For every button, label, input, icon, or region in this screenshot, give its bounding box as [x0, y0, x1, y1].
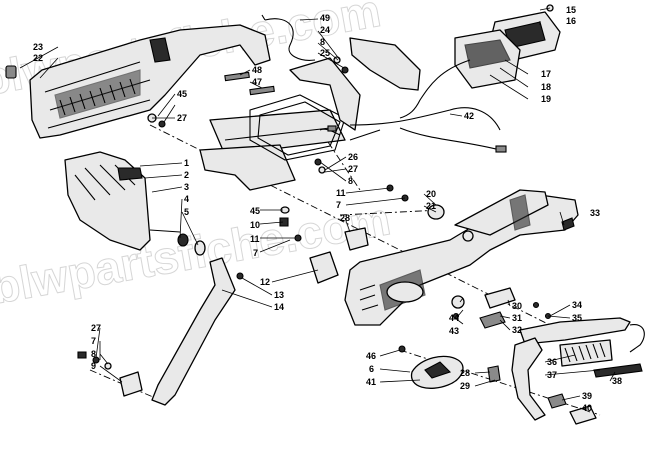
callout-7-center: 7	[336, 200, 341, 210]
callout-45-left: 45	[177, 89, 187, 99]
callout-43: 43	[449, 326, 459, 336]
callout-30: 30	[512, 301, 522, 311]
clip-part	[5, 65, 17, 79]
callout-27-lower: 27	[91, 323, 101, 333]
callout-32: 32	[512, 325, 522, 335]
mount-bracket-part	[199, 71, 346, 191]
callout-29: 29	[460, 381, 470, 391]
luggage-rack-part	[249, 57, 361, 161]
callout-25: 25	[320, 48, 330, 58]
callout-34: 34	[572, 300, 582, 310]
grab-handle-arm-part	[151, 257, 244, 406]
callout-leaders	[19, 7, 616, 413]
hitch-assembly-part	[519, 312, 645, 378]
callout-6: 6	[369, 364, 374, 374]
callout-35: 35	[572, 313, 582, 323]
callout-22: 22	[33, 53, 43, 63]
callout-8-lower: 8	[91, 349, 96, 359]
cable-part	[261, 14, 316, 61]
callout-1: 1	[184, 158, 189, 168]
callout-16: 16	[566, 16, 576, 26]
callout-3: 3	[184, 182, 189, 192]
callout-19: 19	[541, 94, 551, 104]
callout-8-center: 8	[348, 176, 353, 186]
callout-9: 9	[91, 361, 96, 371]
callout-47: 47	[252, 77, 262, 87]
callout-11-left: 11	[250, 234, 260, 244]
seat-front-pad-part	[333, 37, 421, 91]
reflector-part	[309, 251, 339, 284]
callout-15: 15	[566, 5, 576, 15]
callout-28-right: 28	[460, 368, 470, 378]
callout-28-center: 28	[340, 213, 350, 223]
callout-44: 44	[449, 313, 459, 323]
fastener-group-lower-left	[77, 351, 143, 397]
tail-housing-part	[29, 24, 271, 139]
callout-37: 37	[547, 370, 557, 380]
callout-38: 38	[612, 376, 622, 386]
callout-24: 24	[320, 25, 330, 35]
strap-clip-part	[487, 365, 501, 383]
latch-plate-part	[479, 287, 540, 329]
callout-13: 13	[274, 290, 284, 300]
callout-49: 49	[320, 13, 330, 23]
callout-33: 33	[590, 208, 600, 218]
callout-46: 46	[366, 351, 376, 361]
callout-12: 12	[260, 277, 270, 287]
callout-27-center: 27	[348, 164, 358, 174]
callout-5: 5	[184, 207, 189, 217]
callout-labels: 1 2 3 4 5 6 7 7 7 8 8 8 9 10 11 11 12 13…	[33, 5, 622, 413]
washer-nut-43-44-part	[451, 295, 465, 320]
gasket-part	[344, 227, 369, 251]
main-chassis-part	[344, 189, 579, 326]
callout-14: 14	[274, 302, 284, 312]
callout-7-left: 7	[253, 248, 258, 258]
callout-42: 42	[464, 111, 474, 121]
callout-7-lower: 7	[91, 336, 96, 346]
hitch-clamp-part	[511, 337, 597, 425]
taillight-housing-part	[399, 29, 521, 119]
callout-40: 40	[582, 403, 592, 413]
callout-23: 23	[33, 42, 43, 52]
callout-26: 26	[348, 152, 358, 162]
seat-back-part	[64, 151, 206, 256]
callout-4: 4	[184, 194, 189, 204]
callout-48: 48	[252, 65, 262, 75]
bolt-33-part	[561, 217, 575, 231]
callout-39: 39	[582, 391, 592, 401]
callout-8-top: 8	[320, 37, 325, 47]
callout-10: 10	[250, 220, 260, 230]
wiring-harness-part	[319, 107, 507, 153]
callout-11-center: 11	[336, 188, 346, 198]
callout-41: 41	[366, 377, 376, 387]
emblem-cap-part	[398, 345, 464, 389]
callout-20: 20	[426, 189, 436, 199]
callout-36: 36	[547, 357, 557, 367]
callout-45-center: 45	[250, 206, 260, 216]
callout-18: 18	[541, 82, 551, 92]
callout-31: 31	[512, 313, 522, 323]
callout-2: 2	[184, 170, 189, 180]
callout-21: 21	[426, 201, 436, 211]
callout-17: 17	[541, 69, 551, 79]
callout-27-left: 27	[177, 113, 187, 123]
